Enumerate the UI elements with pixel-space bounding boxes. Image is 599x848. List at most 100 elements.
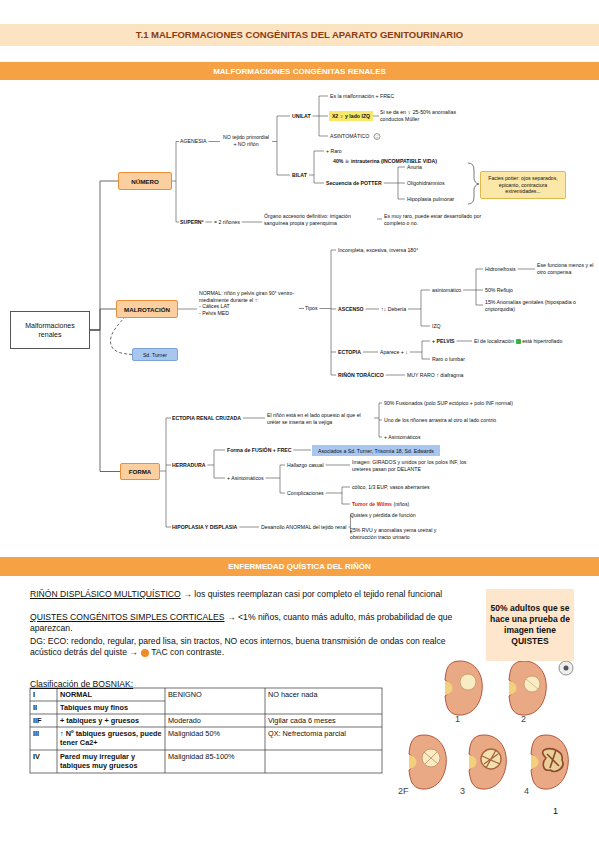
cyst bbox=[524, 676, 540, 692]
highlight-box: X2 ♀ y lado IZQ bbox=[329, 111, 373, 121]
label-text: RIÑÓN TORÁCICO bbox=[338, 372, 384, 378]
text-block: Clasificación de BOSNIAK: bbox=[30, 679, 133, 690]
label-text: Órgano accesorio definitivo: irrigación … bbox=[264, 213, 351, 226]
text-block: Tumor de Wilms(niños) bbox=[352, 501, 409, 508]
text-block: + PELVIS bbox=[432, 338, 455, 345]
label-text: Tumor de Wilms bbox=[352, 501, 392, 507]
label-text: Hidronefrosis bbox=[485, 266, 516, 272]
label-text: Uno de los riñones arrastra al otro al l… bbox=[384, 417, 496, 423]
label-text: IV bbox=[33, 752, 40, 761]
text-block: ECTOPIA RENAL CRUZADA bbox=[172, 415, 241, 422]
cyst bbox=[481, 749, 501, 769]
text-block: 1 bbox=[553, 808, 558, 815]
cyst bbox=[460, 674, 476, 690]
renal-pelvis bbox=[531, 755, 539, 769]
text-block: Hallazgo casual bbox=[287, 462, 324, 469]
node-text: MALROTACIÓN bbox=[124, 306, 170, 313]
text-block: Ese funciona menos y el otro compensa bbox=[537, 262, 595, 275]
branch-line bbox=[299, 308, 304, 309]
text-block: ↑↓ Debería bbox=[381, 306, 406, 313]
magnifier-icon bbox=[564, 666, 569, 671]
label-text: Es muy raro, puede estar desarrollado po… bbox=[384, 213, 481, 226]
node-text: Malformaciones renales bbox=[13, 321, 87, 339]
text-block: ECTOPIA bbox=[338, 349, 361, 356]
label-text: - Pelvis MED bbox=[199, 310, 229, 316]
label-text: + Asintomáticos bbox=[227, 475, 263, 481]
brace bbox=[468, 163, 479, 204]
text-block: 90% Fusionados (polo SUP ectópico + polo… bbox=[384, 400, 513, 407]
cyst bbox=[422, 749, 440, 767]
branch-line bbox=[377, 219, 382, 220]
emoji-icon bbox=[516, 339, 521, 344]
label-text: III bbox=[33, 729, 39, 738]
table-border bbox=[30, 688, 382, 773]
text-block: AGENESIA bbox=[180, 138, 207, 145]
text-block: Hidronefrosis bbox=[485, 266, 516, 273]
branch-line bbox=[172, 142, 179, 223]
label-text: II bbox=[33, 703, 37, 712]
branch-line bbox=[242, 222, 262, 223]
text-block: Órgano accesorio definitivo: irrigación … bbox=[264, 213, 376, 226]
table-cell: NO hacer nada bbox=[268, 690, 318, 699]
node-text: FORMA bbox=[129, 468, 152, 475]
label-text: + PELVIS bbox=[432, 338, 455, 344]
label-text: 2 bbox=[521, 714, 526, 724]
branch-line bbox=[243, 418, 265, 419]
table-cell: NORMAL bbox=[60, 690, 92, 699]
table-cell: Malignidad 85-100% bbox=[168, 752, 235, 761]
text-block: Complicaciones bbox=[287, 490, 324, 497]
section-band: MALFORMACIONES CONGÉNITAS RENALES bbox=[0, 62, 599, 80]
label-text: NORMAL bbox=[60, 690, 92, 699]
septum bbox=[482, 750, 500, 768]
node-text: NÚMERO bbox=[131, 178, 159, 185]
text-block: 40% ☠ intrauterina (INCOMPATIBLE VIDA) bbox=[333, 158, 437, 165]
node-text: MALFORMACIONES CONGÉNITAS RENALES bbox=[213, 67, 386, 76]
kidney-illustration bbox=[531, 735, 568, 789]
label-text: Tabiques muy finos bbox=[60, 703, 128, 712]
label-text: NORMAL: riñón y pelvis giran 90° ventro-… bbox=[199, 290, 294, 303]
text-block: 3 bbox=[460, 788, 465, 795]
smiley-eye bbox=[375, 135, 377, 137]
connector bbox=[90, 309, 116, 330]
text-block: El de localizaciónestá hipertrofiado bbox=[474, 338, 562, 345]
branch-lines bbox=[160, 96, 535, 533]
branch-line bbox=[363, 352, 378, 353]
label-text: Es la malformación + FREC bbox=[330, 93, 394, 99]
node-text: ENFERMEDAD QUÍSTICA DEL RIÑÓN bbox=[228, 562, 371, 571]
branch-line bbox=[518, 269, 535, 270]
label-text: TAC con contraste. bbox=[151, 647, 224, 657]
text-block: BILAT bbox=[292, 172, 307, 179]
text-block: asintomático bbox=[432, 287, 461, 294]
label-text: asintomático bbox=[432, 287, 461, 293]
kidney-illustration bbox=[509, 661, 546, 715]
label-text: ↑ Nº tabiques gruesos, puede tener Ca2+ bbox=[60, 729, 162, 747]
table-grid bbox=[30, 688, 382, 773]
text-block: QUISTES CONGÉNITOS SIMPLES CORTICALES→ <… bbox=[30, 612, 475, 634]
text-block: NORMAL: riñón y pelvis giran 90° ventro-… bbox=[199, 290, 299, 303]
category-box: FORMA bbox=[120, 463, 160, 480]
label-text: - Cálices LAT bbox=[199, 303, 230, 309]
node-text: Facies potter: ojos separados, epicanto,… bbox=[484, 175, 562, 195]
label-text: QUISTES CONGÉNITOS SIMPLES CORTICALES bbox=[30, 612, 225, 622]
text-block: Si se da en ♀ 25-50% anomalías conductos… bbox=[380, 109, 462, 122]
table-cell: I bbox=[33, 690, 35, 699]
label-text: 90% Fusionados (polo SUP ectópico + polo… bbox=[384, 400, 513, 406]
kidney bbox=[469, 735, 506, 789]
renal-pelvis bbox=[469, 755, 477, 769]
label-text: ECTOPIA RENAL CRUZADA bbox=[172, 415, 241, 421]
label-text: + Asintomáticos bbox=[384, 434, 420, 440]
branch-line bbox=[457, 341, 472, 342]
text-block: Forma de FUSIÓN + FREC bbox=[227, 447, 291, 454]
table-cell: II bbox=[33, 703, 37, 712]
table-line bbox=[30, 727, 382, 728]
table-line bbox=[30, 750, 382, 751]
label-text: IZQ bbox=[432, 323, 441, 329]
kidney bbox=[509, 661, 546, 715]
label-text: Incompleta, excesiva, inversa 180° bbox=[338, 247, 418, 253]
branch-line bbox=[206, 222, 212, 223]
label-text: Quistes y pérdida de función bbox=[350, 512, 416, 518]
label-text: 40% ☠ intrauterina (INCOMPATIBLE VIDA) bbox=[333, 158, 437, 164]
text-block: MUY RARO ↑ diafragma bbox=[407, 372, 463, 379]
text-block: Raro o lumbar bbox=[432, 356, 465, 363]
